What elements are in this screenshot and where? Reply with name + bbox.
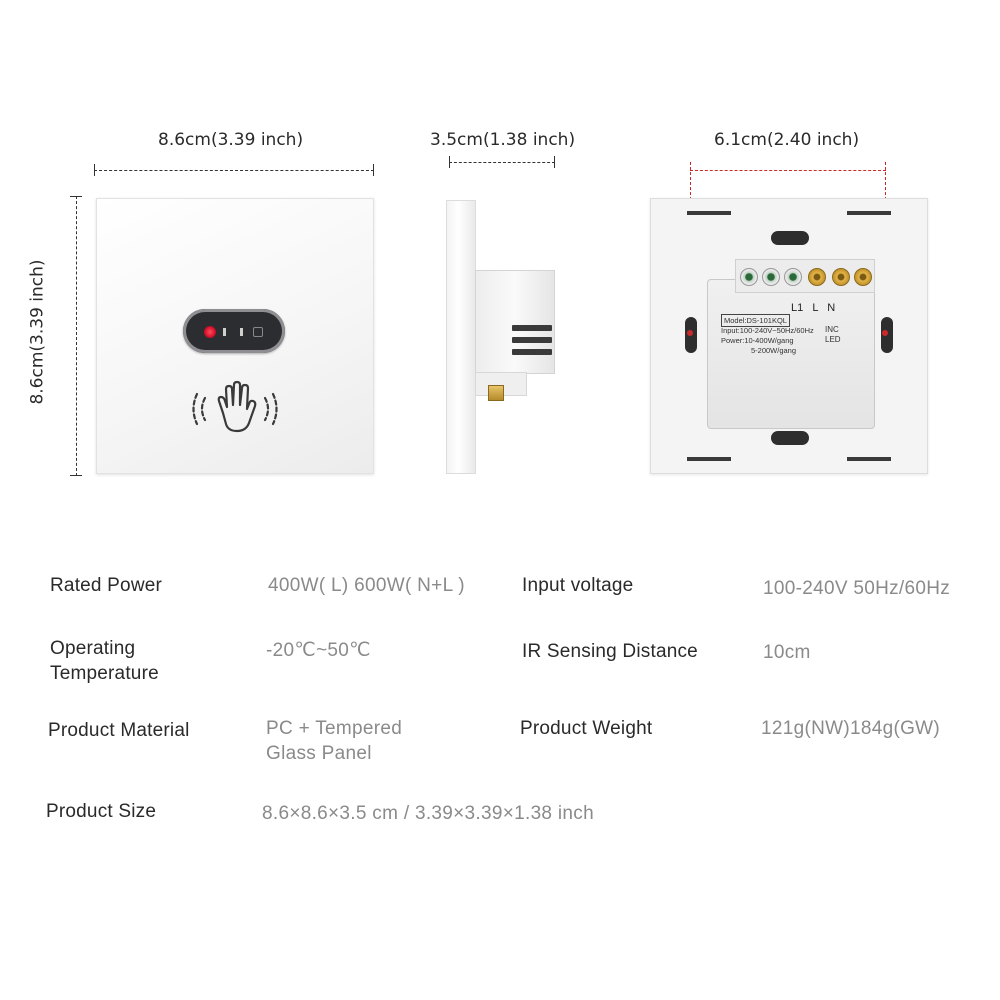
terminal-screw: [832, 268, 850, 286]
mount-slot-top: [771, 231, 809, 245]
input-text: Input:100-240V~50Hz/60Hz: [721, 326, 814, 335]
terminal-block: [735, 259, 875, 293]
corner-mark: [687, 211, 731, 215]
switch-side-housing: [475, 270, 555, 374]
terminal-screw: [762, 268, 780, 286]
vent-slot: [512, 325, 552, 331]
spec-label-product-size: Product Size: [46, 801, 157, 822]
back-width-line: [690, 170, 886, 171]
terminal-screw: [808, 268, 826, 286]
side-depth-tick-right: [554, 156, 555, 168]
switch-back-view: L1 L N Model:DS-101KQL Input:100-240V~50…: [650, 198, 928, 474]
model-text: Model:DS-101KQL: [721, 314, 790, 327]
spec-label-input-voltage: Input voltage: [522, 575, 634, 596]
spec-label-rated-power: Rated Power: [50, 575, 163, 596]
module-label: Model:DS-101KQL Input:100-240V~50Hz/60Hz…: [721, 314, 814, 356]
switch-front-view: [96, 198, 374, 474]
spec-label-product-weight: Product Weight: [520, 718, 653, 739]
power-text: Power:10-400W/gang: [721, 336, 794, 345]
led-text: LED: [825, 335, 841, 344]
spec-value-rated-power: 400W( L) 600W( N+L ): [268, 575, 465, 596]
terminal-screw: [740, 268, 758, 286]
spec-value-ir-sensing-distance: 10cm: [763, 642, 811, 663]
back-left-red-dot: [687, 330, 693, 336]
ir-sensor-window-icon: [183, 309, 285, 353]
front-width-tick-right: [373, 164, 374, 176]
front-width-line: [94, 170, 374, 171]
switch-side-glass: [446, 200, 476, 474]
front-height-line: [76, 196, 77, 476]
terminal-labels: L1 L N: [791, 302, 836, 314]
ir-receiver: [253, 327, 263, 337]
spec-value-input-voltage: 100-240V 50Hz/60Hz: [763, 578, 951, 599]
power-module: [707, 279, 875, 429]
side-terminal: [488, 385, 504, 401]
front-width-label: 8.6cm(3.39 inch): [158, 130, 304, 150]
corner-mark: [687, 457, 731, 461]
front-width-tick-left: [94, 164, 95, 176]
front-height-label: 8.6cm(3.39 inch): [27, 259, 48, 405]
power-text-2: 5-200W/gang: [751, 346, 797, 355]
terminal-screw: [854, 268, 872, 286]
back-width-label: 6.1cm(2.40 inch): [714, 130, 860, 150]
corner-mark: [847, 457, 891, 461]
mount-slot-bottom: [771, 431, 809, 445]
spec-value-product-size: 8.6×8.6×3.5 cm / 3.39×3.39×1.38 inch: [262, 803, 594, 824]
hand-wave-icon: [192, 380, 278, 433]
side-depth-label: 3.5cm(1.38 inch): [430, 130, 576, 150]
front-height-tick-bottom: [70, 475, 82, 476]
vent-slot: [512, 337, 552, 343]
front-height-tick-top: [70, 196, 82, 197]
spec-label-product-material: Product Material: [48, 720, 190, 741]
spec-label-operating-temperature: Operating Temperature: [50, 638, 159, 684]
spec-value-operating-temperature: -20℃~50℃: [266, 640, 371, 661]
vent-slot: [512, 349, 552, 355]
side-depth-line: [449, 162, 555, 163]
side-depth-tick-left: [449, 156, 450, 168]
spec-value-product-weight: 121g(NW)184g(GW): [761, 718, 941, 739]
terminal-screw: [784, 268, 802, 286]
spec-label-ir-sensing-distance: IR Sensing Distance: [522, 641, 698, 662]
ir-emitter-bars: [223, 328, 243, 336]
back-right-red-dot: [882, 330, 888, 336]
inc-text: INC: [825, 325, 839, 334]
corner-mark: [847, 211, 891, 215]
inc-led-label: INC LED: [825, 325, 841, 345]
spec-value-product-material: PC + Tempered Glass Panel: [266, 718, 403, 764]
ir-indicator-light: [204, 326, 216, 338]
